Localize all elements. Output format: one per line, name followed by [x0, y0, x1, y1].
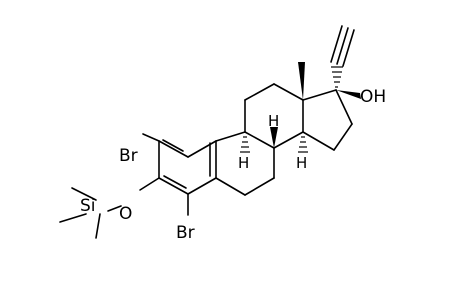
- hash-c9-h: [240, 136, 250, 153]
- bond-si-methyl-1: [71, 187, 97, 201]
- atom-h-c14: H: [296, 154, 307, 172]
- atom-o-ether: O: [119, 204, 132, 224]
- atom-h-c8: H: [268, 112, 279, 130]
- ring-b: [215, 131, 275, 196]
- bond-si-methyl-3: [95, 213, 101, 239]
- atom-oh: OH: [360, 87, 386, 107]
- bond-c2-br: [142, 133, 160, 142]
- atom-h-c9: H: [238, 154, 249, 172]
- ethynyl-triple-bond: [330, 25, 355, 67]
- hash-c14-h: [298, 136, 308, 153]
- atom-br-top: Br: [119, 146, 138, 166]
- ring-c: [244, 83, 304, 149]
- atom-br-bottom: Br: [176, 223, 195, 243]
- atom-si: Si: [80, 196, 96, 216]
- ring-d: [302, 89, 353, 151]
- bond-c3-o: [139, 177, 160, 191]
- wedge-c13-methyl: [298, 62, 305, 100]
- wedge-c8-h: [270, 127, 278, 148]
- bond-si-methyl-2: [59, 213, 87, 223]
- wedge-c17-oh: [336, 90, 361, 99]
- bond-o-si: [107, 205, 122, 212]
- ring-a-aromatic: [158, 139, 217, 195]
- hash-c17-ethynyl: [331, 66, 343, 88]
